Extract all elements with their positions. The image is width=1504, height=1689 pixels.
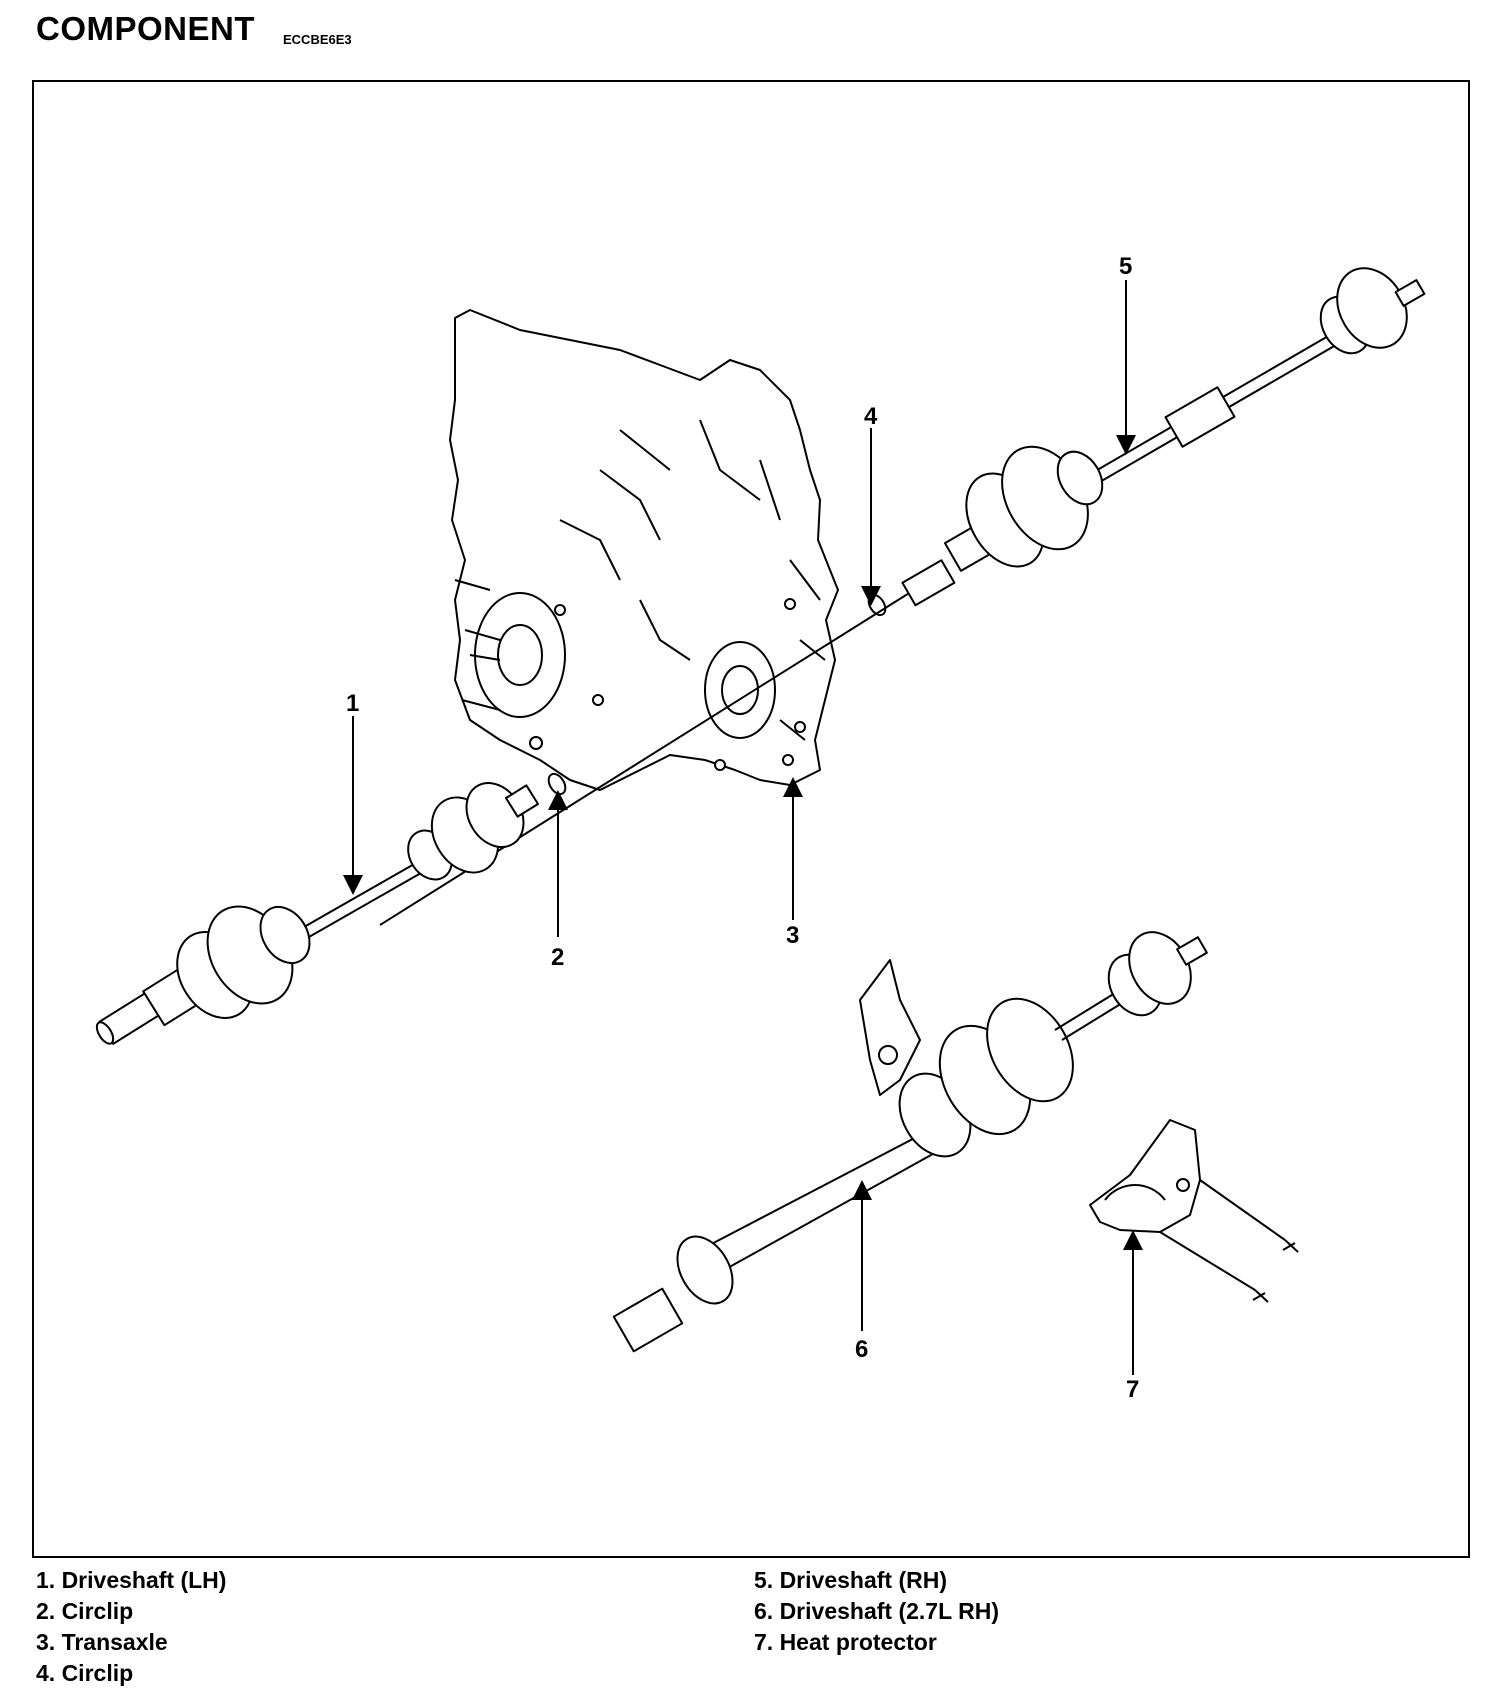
- legend-item: 4. Circlip: [36, 1660, 134, 1686]
- callout-2: 2: [551, 944, 564, 971]
- legend-item: 3. Transaxle: [36, 1629, 168, 1655]
- legend-item: 1. Driveshaft (LH): [36, 1567, 227, 1593]
- driveshaft-rh: [901, 267, 1426, 607]
- callout-5: 5: [1119, 253, 1132, 280]
- driveshaft-lh: [95, 782, 540, 1045]
- illustration-frame: [32, 80, 1470, 1558]
- legend-left: 1. Driveshaft (LH) 2. Circlip 3. Transax…: [36, 1565, 226, 1689]
- legend-item: 5. Driveshaft (RH): [754, 1567, 947, 1593]
- callout-1: 1: [346, 690, 359, 717]
- legend-item: 7. Heat protector: [754, 1629, 937, 1655]
- driveshaft-2-7l-rh: [612, 931, 1208, 1353]
- callout-4: 4: [864, 403, 878, 430]
- heat-protector: [1089, 1119, 1299, 1303]
- circlip-4: [867, 593, 887, 617]
- callout-6: 6: [855, 1336, 868, 1363]
- callout-leaders: [343, 280, 1143, 1375]
- legend-right: 5. Driveshaft (RH) 6. Driveshaft (2.7L R…: [754, 1565, 999, 1658]
- document-code: ECCBE6E3: [283, 32, 352, 47]
- callout-7: 7: [1126, 1376, 1139, 1403]
- legend-item: 2. Circlip: [36, 1598, 134, 1624]
- page-title: COMPONENT: [36, 10, 255, 47]
- callout-3: 3: [786, 922, 799, 949]
- transaxle-housing: [449, 309, 839, 791]
- legend-item: 6. Driveshaft (2.7L RH): [754, 1598, 999, 1624]
